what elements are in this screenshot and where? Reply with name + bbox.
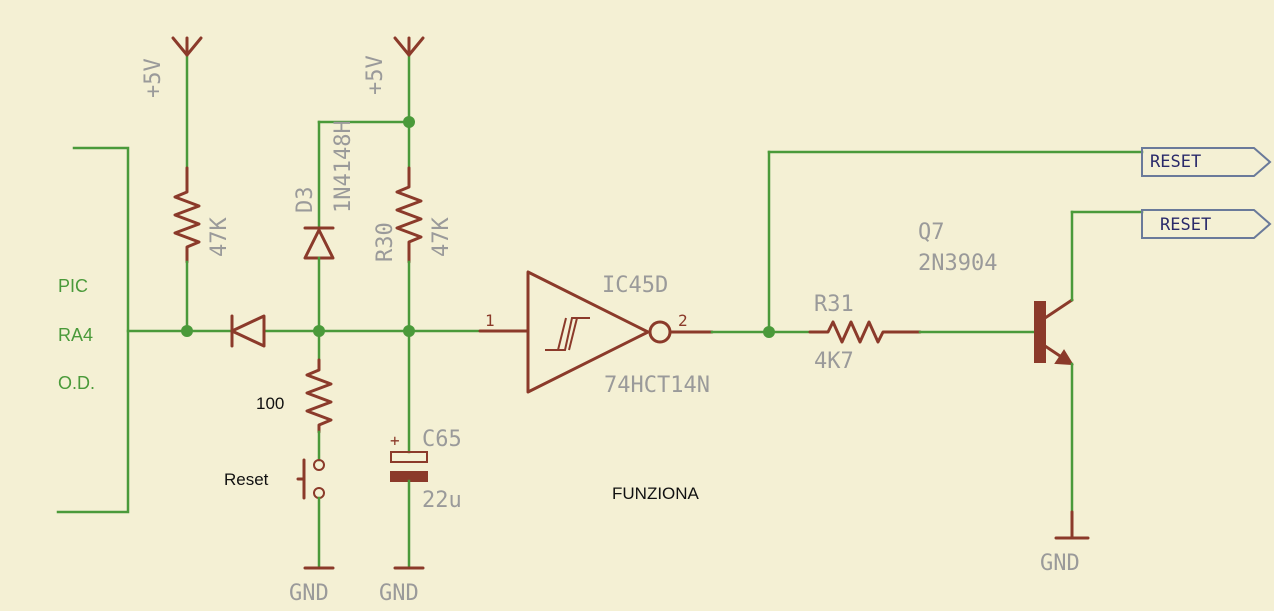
q7-name: Q7 [918,220,945,245]
reset-button-contact-bottom [313,487,325,499]
ic-pin-1: 1 [485,311,495,330]
resistor-r30 [395,166,423,264]
reset-net-flag-2 [1141,209,1272,239]
transistor-q7 [1034,301,1046,363]
reset-net-flag-1 [1141,147,1272,177]
reset-button-label: Reset [224,470,269,489]
resistor-47k-left-value: 47K [207,217,232,257]
ra4-label: RA4 [58,325,93,345]
q7-collector [1043,298,1074,320]
reset-button-contact-top [313,459,325,471]
r30-value: 47K [429,217,454,257]
r30-name: R30 [373,222,398,262]
series-diode [230,314,266,348]
pic-label: PIC [58,276,88,296]
c65-plate-positive [390,451,428,463]
c65-plus: + [390,431,400,450]
junction-1 [181,325,193,337]
c65-name: C65 [422,427,462,452]
ic-part: 74HCT14N [604,373,710,398]
junction-vcc [403,116,415,128]
reset-net-label-1: RESET [1150,152,1201,172]
note-funziona: FUNZIONA [612,484,700,503]
resistor-47k-left [173,166,201,264]
gnd-label-1: GND [289,581,329,606]
r31-name: R31 [814,292,854,317]
gnd-label-2: GND [379,581,419,606]
vcc-label-left: +5V [141,58,166,98]
d3-part: 1N4148H [331,120,356,213]
resistor-r31 [808,320,922,344]
resistor-100-value: 100 [256,394,284,413]
ic-name: IC45D [602,273,668,298]
schmitt-symbol [545,317,590,351]
ic-pin-2: 2 [678,311,688,330]
d3-name: D3 [293,187,318,214]
inverter-ic45d [526,270,650,394]
d3-diode [303,228,335,260]
c65-plate-negative [390,471,428,482]
q7-part: 2N3904 [918,251,997,276]
c65-value: 22u [422,488,462,513]
gnd-label-3: GND [1040,551,1080,576]
reset-net-label-2: RESET [1160,215,1211,235]
q7-emitter-arrow [1054,349,1074,366]
resistor-100 [305,358,333,434]
od-label: O.D. [58,373,95,393]
inverter-bubble [648,320,672,344]
r31-value: 4K7 [814,349,854,374]
vcc-label-right: +5V [363,55,388,95]
